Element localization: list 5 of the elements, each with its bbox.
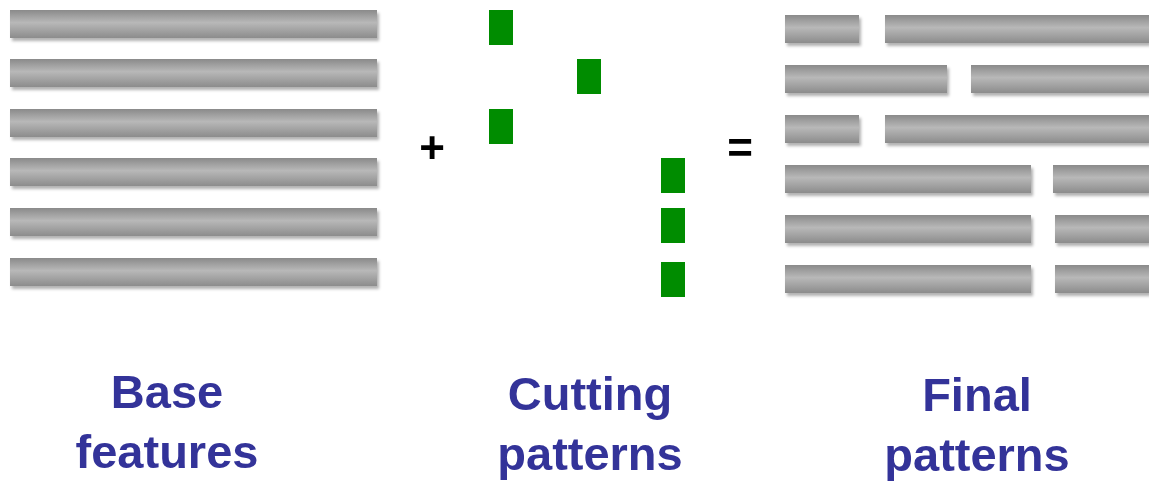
caption: Cutting patterns bbox=[496, 366, 684, 482]
caption: Base features bbox=[74, 364, 260, 480]
plus-sign: + bbox=[418, 126, 446, 170]
equals-sign: = bbox=[726, 126, 754, 170]
caption: Final patterns bbox=[883, 367, 1071, 483]
